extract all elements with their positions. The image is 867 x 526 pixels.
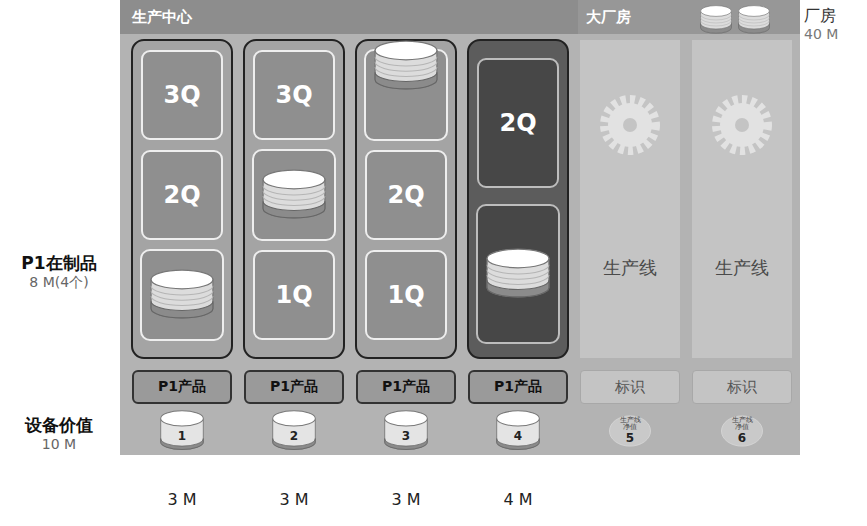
node-text: 2Q bbox=[387, 181, 424, 209]
node-text: 标识 bbox=[727, 378, 757, 397]
period-slot: 2Q bbox=[141, 150, 223, 240]
coin-shape bbox=[609, 416, 650, 446]
gear-icon bbox=[717, 100, 767, 150]
node-text: 2Q bbox=[163, 181, 200, 209]
production-line bbox=[132, 40, 232, 358]
node-text: 3Q bbox=[275, 81, 312, 109]
period-slot: 1Q bbox=[253, 250, 335, 340]
production-panel bbox=[120, 0, 800, 455]
factory-coin bbox=[701, 6, 732, 34]
period-slot bbox=[141, 250, 223, 340]
wip-coin bbox=[263, 170, 325, 218]
gear-icon bbox=[623, 118, 637, 132]
coin-shape bbox=[497, 411, 540, 450]
node-text: 3 bbox=[402, 429, 410, 443]
node-text: 4 bbox=[514, 429, 522, 443]
node-text: 1Q bbox=[275, 281, 312, 309]
wip-coin bbox=[487, 249, 549, 297]
period-slot: 2Q bbox=[477, 58, 559, 188]
value-label: 4 M bbox=[488, 490, 548, 509]
product-tag: P1产品 bbox=[132, 370, 232, 404]
node-text: 6 bbox=[738, 431, 746, 445]
product-tag: P1产品 bbox=[468, 370, 568, 404]
production-line bbox=[356, 40, 456, 358]
node-text: 1Q bbox=[387, 281, 424, 309]
factory-header-band bbox=[578, 0, 800, 34]
production-center: 生产中心大厂房 3Q 2Q 3Q 1Q 2Q 1Q 2Q 生产线 生产线 P1产品 P1产品 P1产品 P… bbox=[120, 0, 800, 455]
value-coin: 3 bbox=[384, 410, 428, 452]
node-text: 标识 bbox=[615, 378, 645, 397]
empty-line: 生产线 bbox=[692, 40, 792, 358]
coin-shape bbox=[385, 411, 428, 450]
gear-icon bbox=[605, 100, 655, 150]
factory-coin bbox=[739, 6, 770, 34]
value-coin: 1 bbox=[160, 410, 204, 452]
value-label: 8 M(4个) bbox=[0, 274, 118, 292]
node-text: 5 bbox=[626, 431, 634, 445]
production-line bbox=[468, 40, 568, 358]
production-line bbox=[244, 40, 344, 358]
value-label: 3 M bbox=[376, 490, 436, 509]
line-marker: 标识 bbox=[692, 370, 792, 404]
period-slot bbox=[477, 205, 559, 343]
node-text: P1产品 bbox=[382, 378, 430, 396]
node-text: P1产品 bbox=[158, 378, 206, 396]
coin-shape bbox=[721, 416, 762, 446]
node-text: 3Q bbox=[163, 81, 200, 109]
value-label: 10 M bbox=[0, 436, 118, 452]
empty-line-slot bbox=[692, 40, 792, 358]
coin-shape bbox=[273, 411, 316, 450]
product-tag: P1产品 bbox=[356, 370, 456, 404]
value-coin: 生产线净值6 bbox=[720, 410, 764, 452]
gear-icon bbox=[735, 118, 749, 132]
node-text: 生产线净值 bbox=[729, 417, 755, 432]
value-label: 3 M bbox=[152, 490, 212, 509]
empty-line: 生产线 bbox=[580, 40, 680, 358]
factory-header: 大厂房 bbox=[578, 0, 688, 34]
node-text: P1产品 bbox=[270, 378, 318, 396]
value-label: 3 M bbox=[264, 490, 324, 509]
value-coin: 2 bbox=[272, 410, 316, 452]
value-label: 40 M bbox=[804, 26, 864, 42]
value-label: 厂房 bbox=[804, 6, 864, 27]
period-slot bbox=[253, 150, 335, 240]
value-label: P1在制品 bbox=[0, 252, 118, 275]
gear-icon bbox=[608, 103, 652, 147]
period-slot: 1Q bbox=[365, 250, 447, 340]
header-band bbox=[120, 0, 800, 34]
node-text: 生产线净值 bbox=[617, 417, 643, 432]
coin-shape bbox=[161, 411, 204, 450]
line-marker: 标识 bbox=[580, 370, 680, 404]
product-tag: P1产品 bbox=[244, 370, 344, 404]
value-coin: 生产线净值5 bbox=[608, 410, 652, 452]
node-text: 生产线 bbox=[715, 256, 769, 280]
node-text: 1 bbox=[178, 429, 186, 443]
node-text: 生产线 bbox=[603, 256, 657, 280]
period-slot: 3Q bbox=[141, 50, 223, 140]
period-slot: 3Q bbox=[253, 50, 335, 140]
value-coin: 4 bbox=[496, 410, 540, 452]
node-text: 2Q bbox=[499, 109, 536, 137]
wip-coin bbox=[375, 41, 437, 89]
value-label: 设备价值 bbox=[0, 414, 118, 437]
gear-icon bbox=[720, 103, 764, 147]
node-text: 2 bbox=[290, 429, 298, 443]
period-slot: 2Q bbox=[365, 150, 447, 240]
panel-title: 生产中心 bbox=[120, 0, 800, 35]
node-text: P1产品 bbox=[494, 378, 542, 396]
wip-coin bbox=[151, 270, 213, 318]
node-text: 大厂房 bbox=[586, 8, 631, 27]
empty-line-slot bbox=[580, 40, 680, 358]
